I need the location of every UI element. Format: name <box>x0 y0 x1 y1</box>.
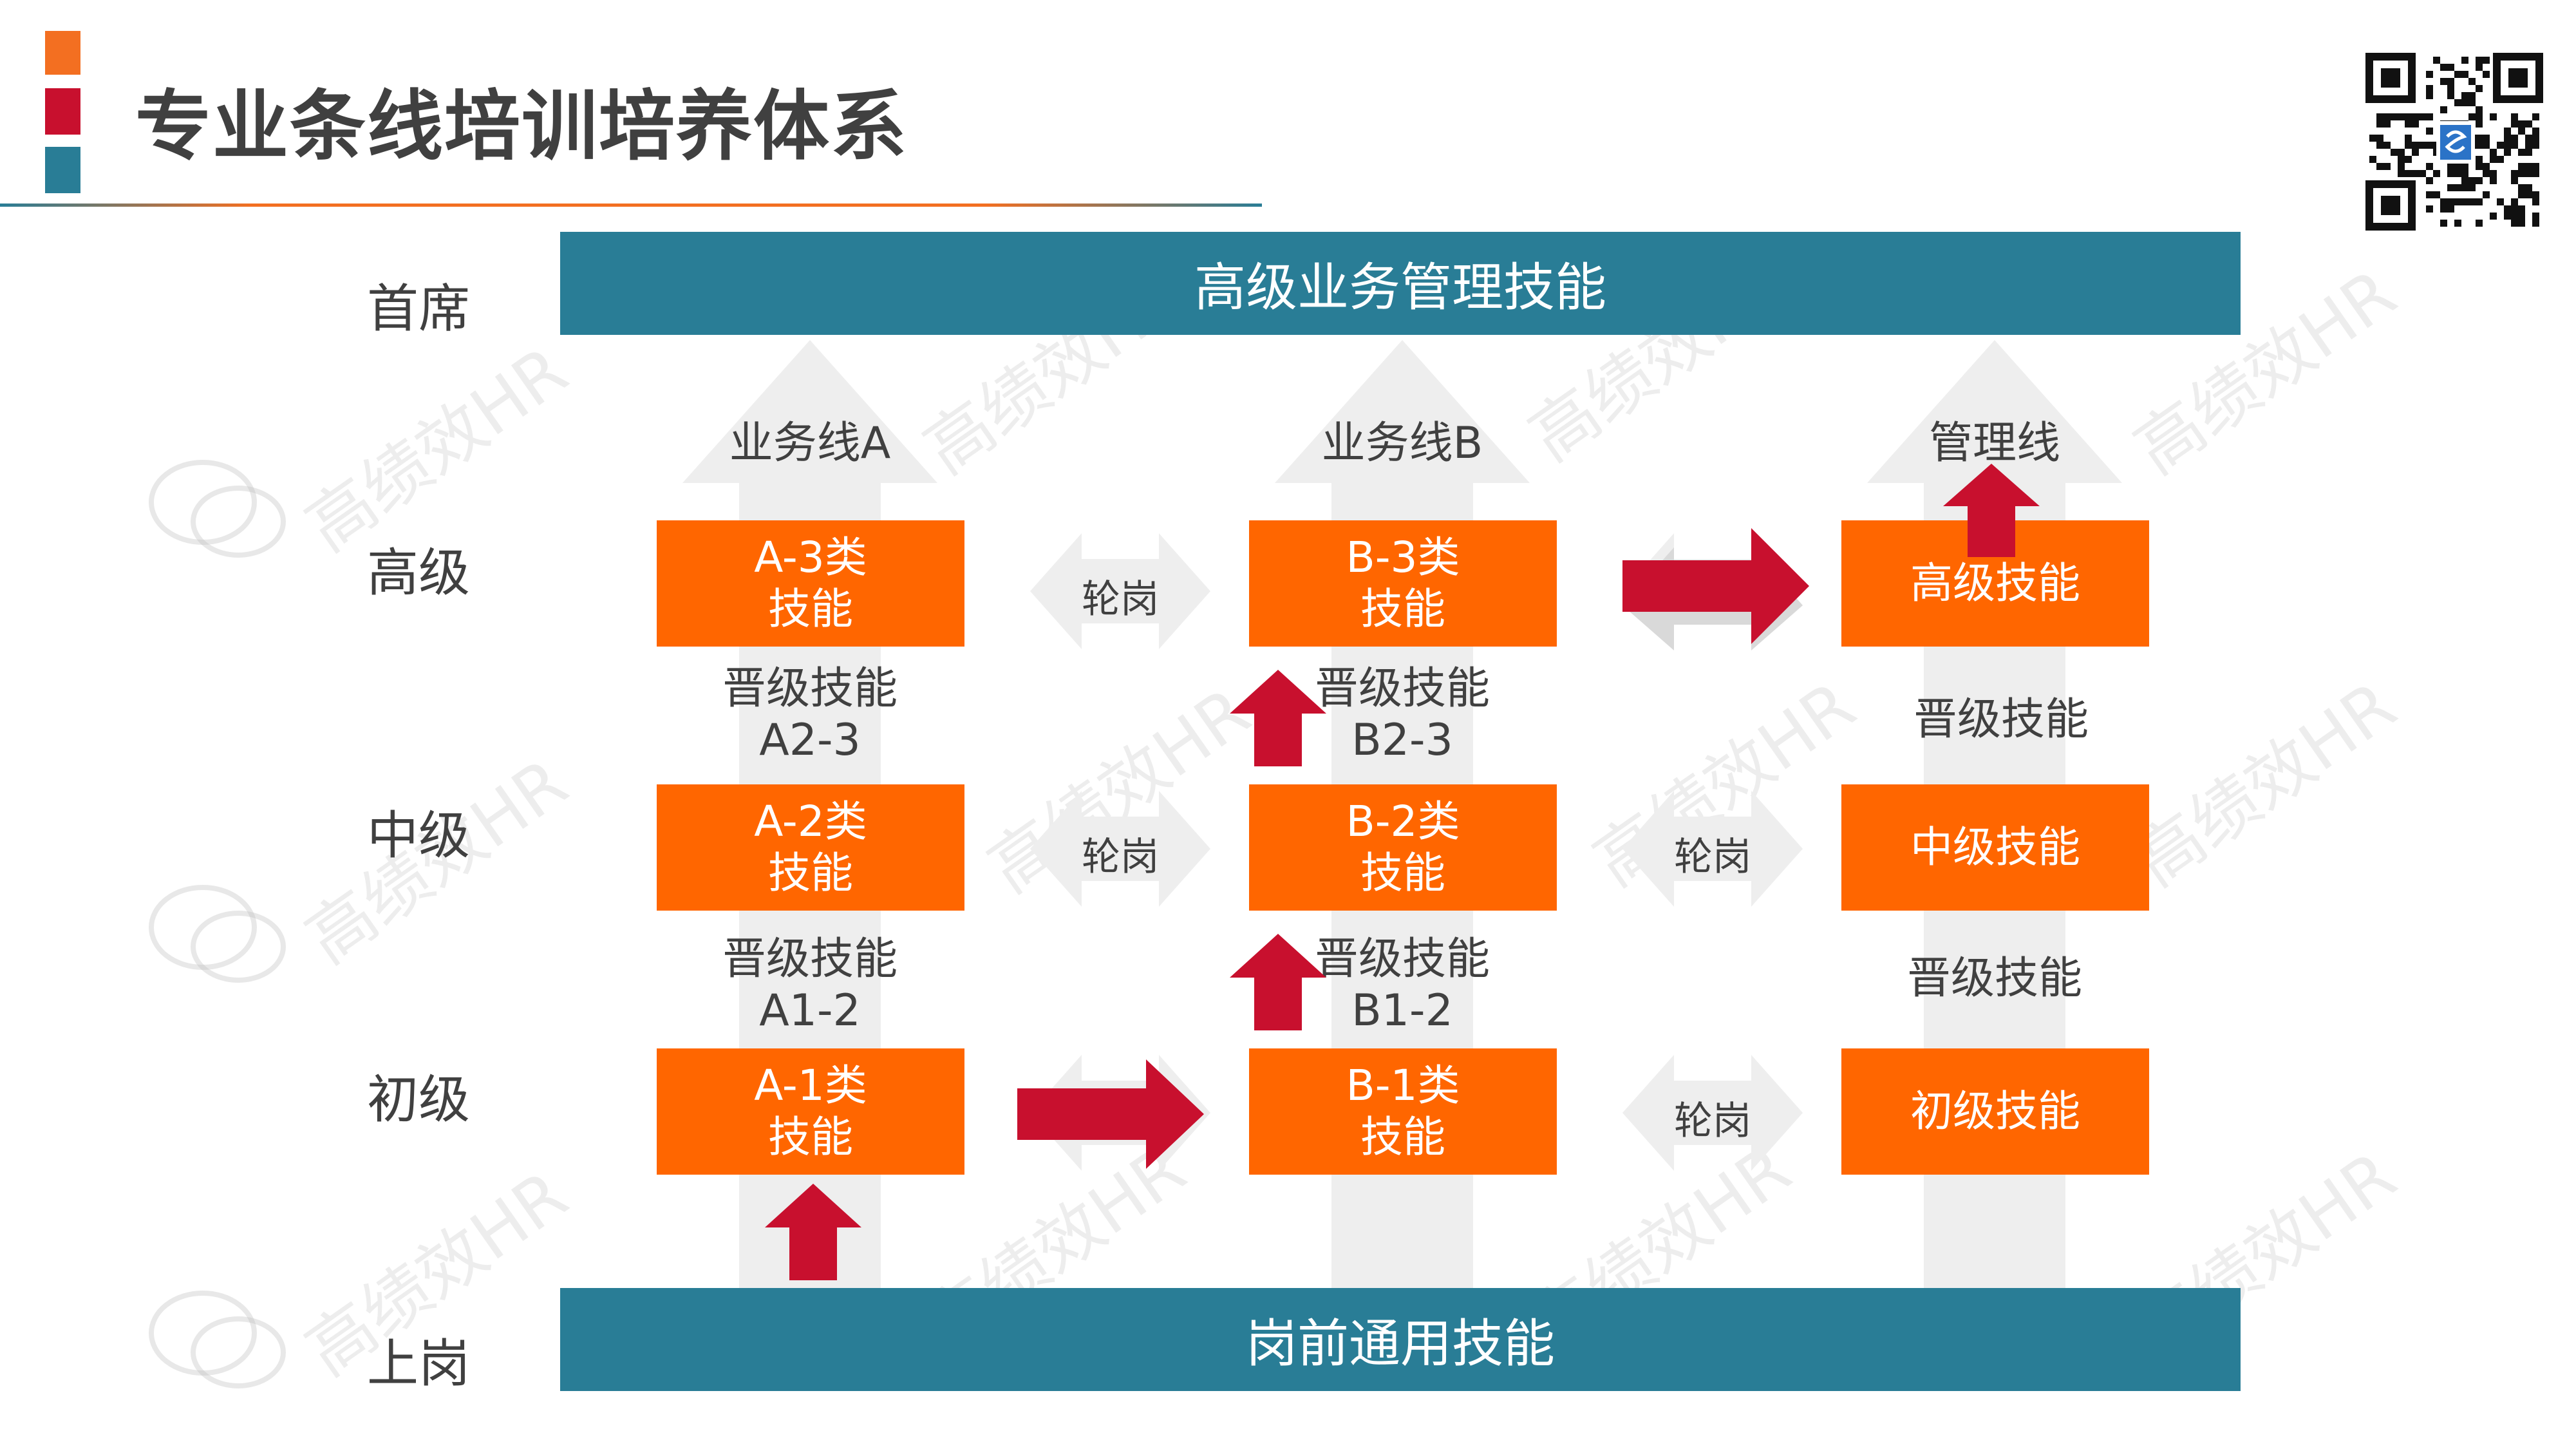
skill-box-a1: A-1类 技能 <box>657 1048 964 1175</box>
level-intermediate: 中级 <box>367 806 470 866</box>
skill-box-line: A-3类 <box>754 533 867 582</box>
rotation-label: 轮岗 <box>1082 835 1159 880</box>
qr-code-icon <box>2363 50 2546 233</box>
promotion-management-upper: 晋级技能 <box>1847 694 2156 746</box>
wechat-icon <box>149 460 286 558</box>
skill-box-b2: B-2类 技能 <box>1249 784 1557 911</box>
skill-box-a2: A-2类 技能 <box>657 784 964 911</box>
promotion-line: 晋级技能 <box>1906 953 2082 1004</box>
skill-box-line: 初级技能 <box>1910 1086 2080 1136</box>
wechat-icon <box>149 885 286 983</box>
skill-box-line: B-2类 <box>1346 797 1460 846</box>
promotion-line: 晋级技能 <box>1913 694 2089 745</box>
bottom-band: 岗前通用技能 <box>560 1288 2241 1391</box>
column-header-line-b: 业务线B <box>1321 418 1483 469</box>
skill-box-b1: B-1类 技能 <box>1249 1048 1557 1175</box>
level-chief: 首席 <box>367 279 470 339</box>
promotion-line: 晋级技能 <box>722 663 898 714</box>
promotion-line: 晋级技能 <box>722 934 898 985</box>
up-arrow-icon <box>1230 934 1326 1030</box>
skill-box-line: 高级技能 <box>1910 558 2080 608</box>
up-arrow-icon <box>1943 464 2040 557</box>
skill-box-b3: B-3类 技能 <box>1249 520 1557 647</box>
right-arrow-icon <box>1017 1059 1204 1169</box>
skill-box-line: 中级技能 <box>1910 822 2080 872</box>
column-header-line-a: 业务线A <box>729 418 891 469</box>
promotion-a2-3: 晋级技能 A2-3 <box>655 663 964 766</box>
skill-box-line: A-2类 <box>754 797 867 846</box>
promotion-line: 晋级技能 <box>1314 934 1490 985</box>
level-senior: 高级 <box>367 543 470 603</box>
promotion-line: 晋级技能 <box>1314 663 1490 714</box>
promotion-b2-3: 晋级技能 B2-3 <box>1248 663 1557 766</box>
page-title: 专业条线培训培养体系 <box>135 82 908 171</box>
accent-bar-red <box>45 88 80 135</box>
wechat-icon <box>149 1291 286 1388</box>
skill-box-line: 技能 <box>768 584 853 634</box>
promotion-line: B2-3 <box>1351 715 1453 766</box>
promotion-line: A2-3 <box>759 715 861 766</box>
skill-box-line: 技能 <box>1360 1112 1445 1162</box>
promotion-b1-2: 晋级技能 B1-2 <box>1248 934 1557 1037</box>
skill-box-line: 技能 <box>1360 848 1445 898</box>
skill-box-a3: A-3类 技能 <box>657 520 964 647</box>
skill-box-line: 技能 <box>768 1112 853 1162</box>
accent-bar-teal <box>45 147 80 193</box>
skill-box-intermediate-management: 中级技能 <box>1841 784 2149 911</box>
skill-box-line: A-1类 <box>754 1061 867 1110</box>
double-arrow-icon <box>1622 528 1809 650</box>
promotion-line: A1-2 <box>759 985 861 1036</box>
promotion-a1-2: 晋级技能 A1-2 <box>655 934 964 1037</box>
promotion-line: B1-2 <box>1351 985 1453 1036</box>
skill-box-line: B-3类 <box>1346 533 1460 582</box>
column-header-management: 管理线 <box>1928 418 2060 469</box>
skill-box-line: B-1类 <box>1346 1061 1460 1110</box>
accent-bar-orange <box>45 31 80 75</box>
up-arrow-icon <box>765 1184 861 1280</box>
level-junior: 初级 <box>367 1070 470 1130</box>
skill-box-junior-management: 初级技能 <box>1841 1048 2149 1175</box>
rotation-label: 轮岗 <box>1674 835 1751 880</box>
level-onboarding: 上岗 <box>367 1334 470 1394</box>
title-underline <box>0 204 1262 207</box>
top-band: 高级业务管理技能 <box>560 232 2241 335</box>
rotation-label: 轮岗 <box>1082 577 1159 622</box>
promotion-management-lower: 晋级技能 <box>1840 953 2149 1005</box>
up-arrow-icon <box>1230 670 1326 766</box>
skill-box-line: 技能 <box>1360 584 1445 634</box>
rotation-label: 轮岗 <box>1674 1099 1751 1144</box>
skill-box-line: 技能 <box>768 848 853 898</box>
